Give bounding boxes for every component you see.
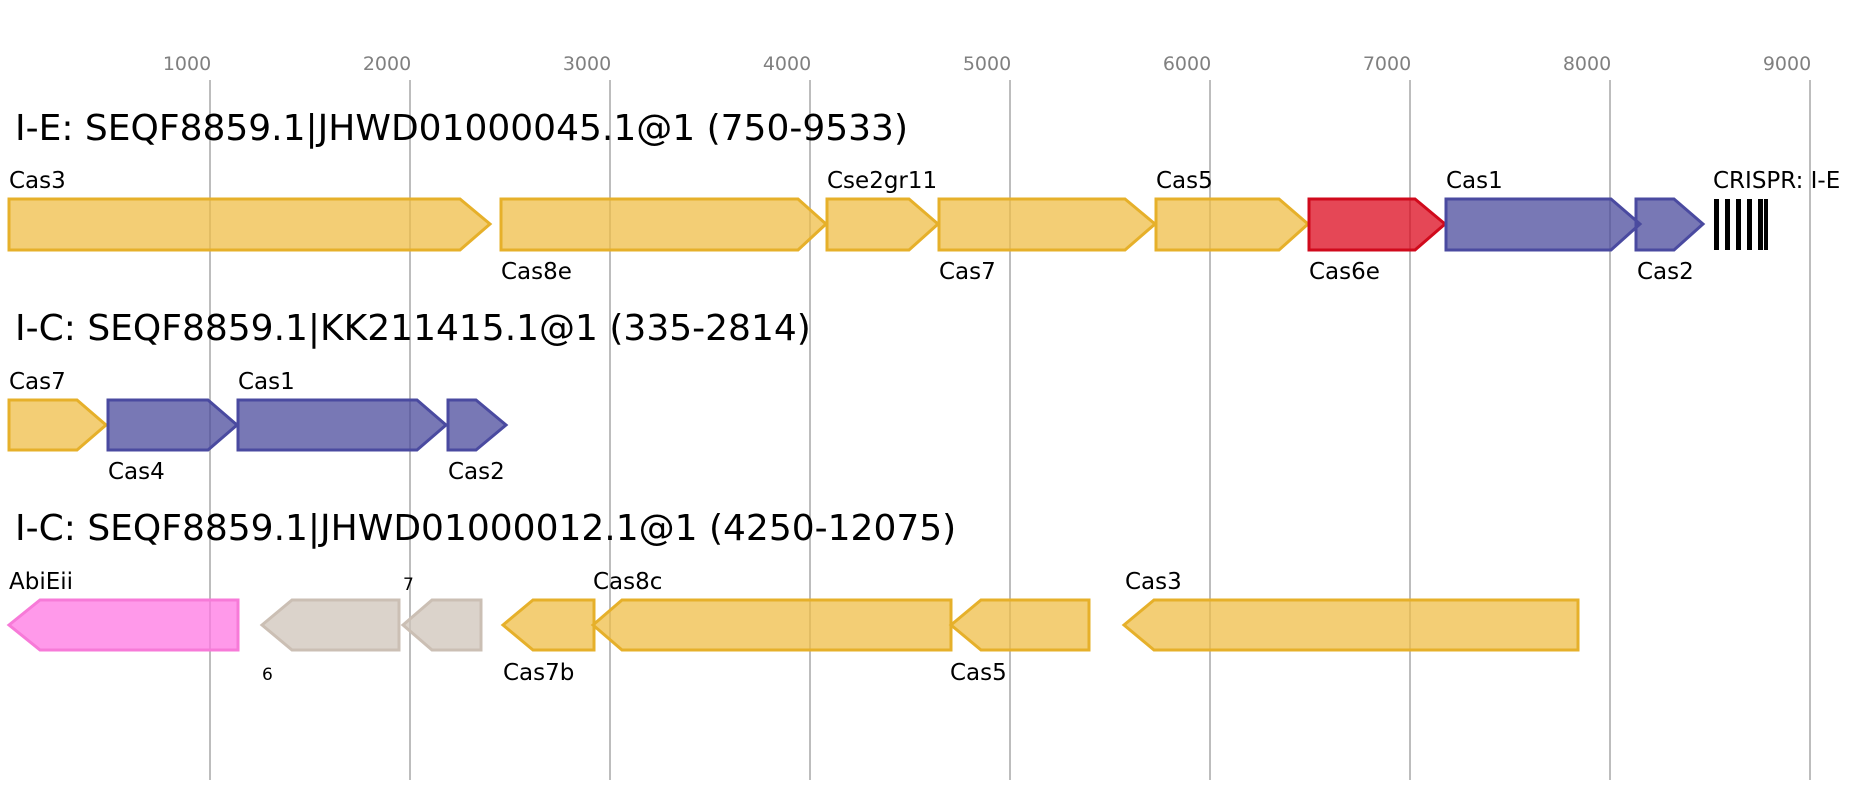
crispr-repeat bbox=[1758, 199, 1763, 250]
gene-arrow-cas5[interactable] bbox=[1154, 197, 1311, 252]
gene-arrow-cas4[interactable] bbox=[106, 398, 240, 452]
gene-arrow-cas8c[interactable] bbox=[590, 598, 953, 652]
tick-label: 4000 bbox=[763, 53, 811, 75]
crispr-repeat bbox=[1725, 199, 1730, 250]
gene-label: Cas8e bbox=[501, 259, 572, 285]
crispr-repeat bbox=[1736, 199, 1741, 250]
gene-arrow-cas2[interactable] bbox=[1634, 197, 1706, 252]
gene-label: Cas3 bbox=[1125, 569, 1182, 595]
tick-label: 8000 bbox=[1563, 53, 1611, 75]
gene-label: Cas7b bbox=[503, 660, 574, 686]
locus-track-1: I-E: SEQF8859.1|JHWD01000045.1@1 (750-95… bbox=[7, 108, 1840, 285]
tick-label: 2000 bbox=[363, 53, 411, 75]
axis-ticks: 1000 2000 3000 4000 5000 6000 7000 8000 … bbox=[163, 53, 1811, 75]
gene-arrow-7[interactable] bbox=[400, 598, 483, 652]
locus-track-2: I-C: SEQF8859.1|KK211415.1@1 (335-2814) … bbox=[7, 308, 811, 485]
gene-label: Cas7 bbox=[939, 259, 996, 285]
gene-arrow-cas1[interactable] bbox=[236, 398, 449, 452]
tick-label: 3000 bbox=[563, 53, 611, 75]
gene-arrow-cas3[interactable] bbox=[1121, 598, 1580, 652]
gene-arrow-cas3[interactable] bbox=[7, 197, 493, 252]
tick-label: 7000 bbox=[1363, 53, 1411, 75]
gene-arrow-cas7[interactable] bbox=[7, 398, 109, 452]
crispr-label: CRISPR: I-E bbox=[1713, 168, 1840, 194]
gene-label: Cas3 bbox=[9, 168, 66, 194]
gene-arrow-cas8e[interactable] bbox=[499, 197, 829, 252]
gene-label: 6 bbox=[262, 665, 273, 685]
gene-label: Cse2gr11 bbox=[827, 168, 937, 194]
gene-label: Cas7 bbox=[9, 369, 66, 395]
gene-arrow-cas6e[interactable] bbox=[1307, 197, 1448, 252]
gene-label: Cas2 bbox=[448, 459, 505, 485]
locus-track-3: I-C: SEQF8859.1|JHWD01000012.1@1 (4250-1… bbox=[6, 508, 1580, 686]
gene-arrow-abieii[interactable] bbox=[6, 598, 240, 652]
crispr-repeat bbox=[1747, 199, 1752, 250]
gene-label: Cas6e bbox=[1309, 259, 1380, 285]
gene-label: 7 bbox=[403, 575, 414, 595]
gene-label: AbiEii bbox=[9, 569, 73, 595]
crispr-array[interactable] bbox=[1714, 199, 1768, 250]
gene-arrow-6[interactable] bbox=[259, 598, 401, 652]
track-title: I-E: SEQF8859.1|JHWD01000045.1@1 (750-95… bbox=[15, 108, 908, 149]
gene-label: Cas5 bbox=[950, 660, 1007, 686]
gene-label: Cas8c bbox=[593, 569, 662, 595]
tick-label: 1000 bbox=[163, 53, 211, 75]
tick-label: 9000 bbox=[1763, 53, 1811, 75]
gene-arrow-cas7[interactable] bbox=[937, 197, 1158, 252]
gene-arrow-cas1[interactable] bbox=[1444, 197, 1643, 252]
gene-arrow-cas2[interactable] bbox=[446, 398, 509, 452]
gene-label: Cas2 bbox=[1637, 259, 1694, 285]
gene-label: Cas1 bbox=[238, 369, 295, 395]
tick-label: 6000 bbox=[1163, 53, 1211, 75]
gene-label: Cas1 bbox=[1446, 168, 1503, 194]
crispr-repeat bbox=[1714, 199, 1719, 250]
tick-label: 5000 bbox=[963, 53, 1011, 75]
gene-arrow-cas5[interactable] bbox=[948, 598, 1091, 652]
gene-arrow-cse2gr11[interactable] bbox=[825, 197, 941, 252]
gene-arrow-cas7b[interactable] bbox=[500, 598, 596, 652]
gene-label: Cas4 bbox=[108, 459, 165, 485]
grid-lines bbox=[209, 80, 1811, 780]
crispr-repeat bbox=[1764, 199, 1768, 250]
track-title: I-C: SEQF8859.1|JHWD01000012.1@1 (4250-1… bbox=[15, 508, 956, 549]
gene-label: Cas5 bbox=[1156, 168, 1213, 194]
track-title: I-C: SEQF8859.1|KK211415.1@1 (335-2814) bbox=[15, 308, 811, 349]
